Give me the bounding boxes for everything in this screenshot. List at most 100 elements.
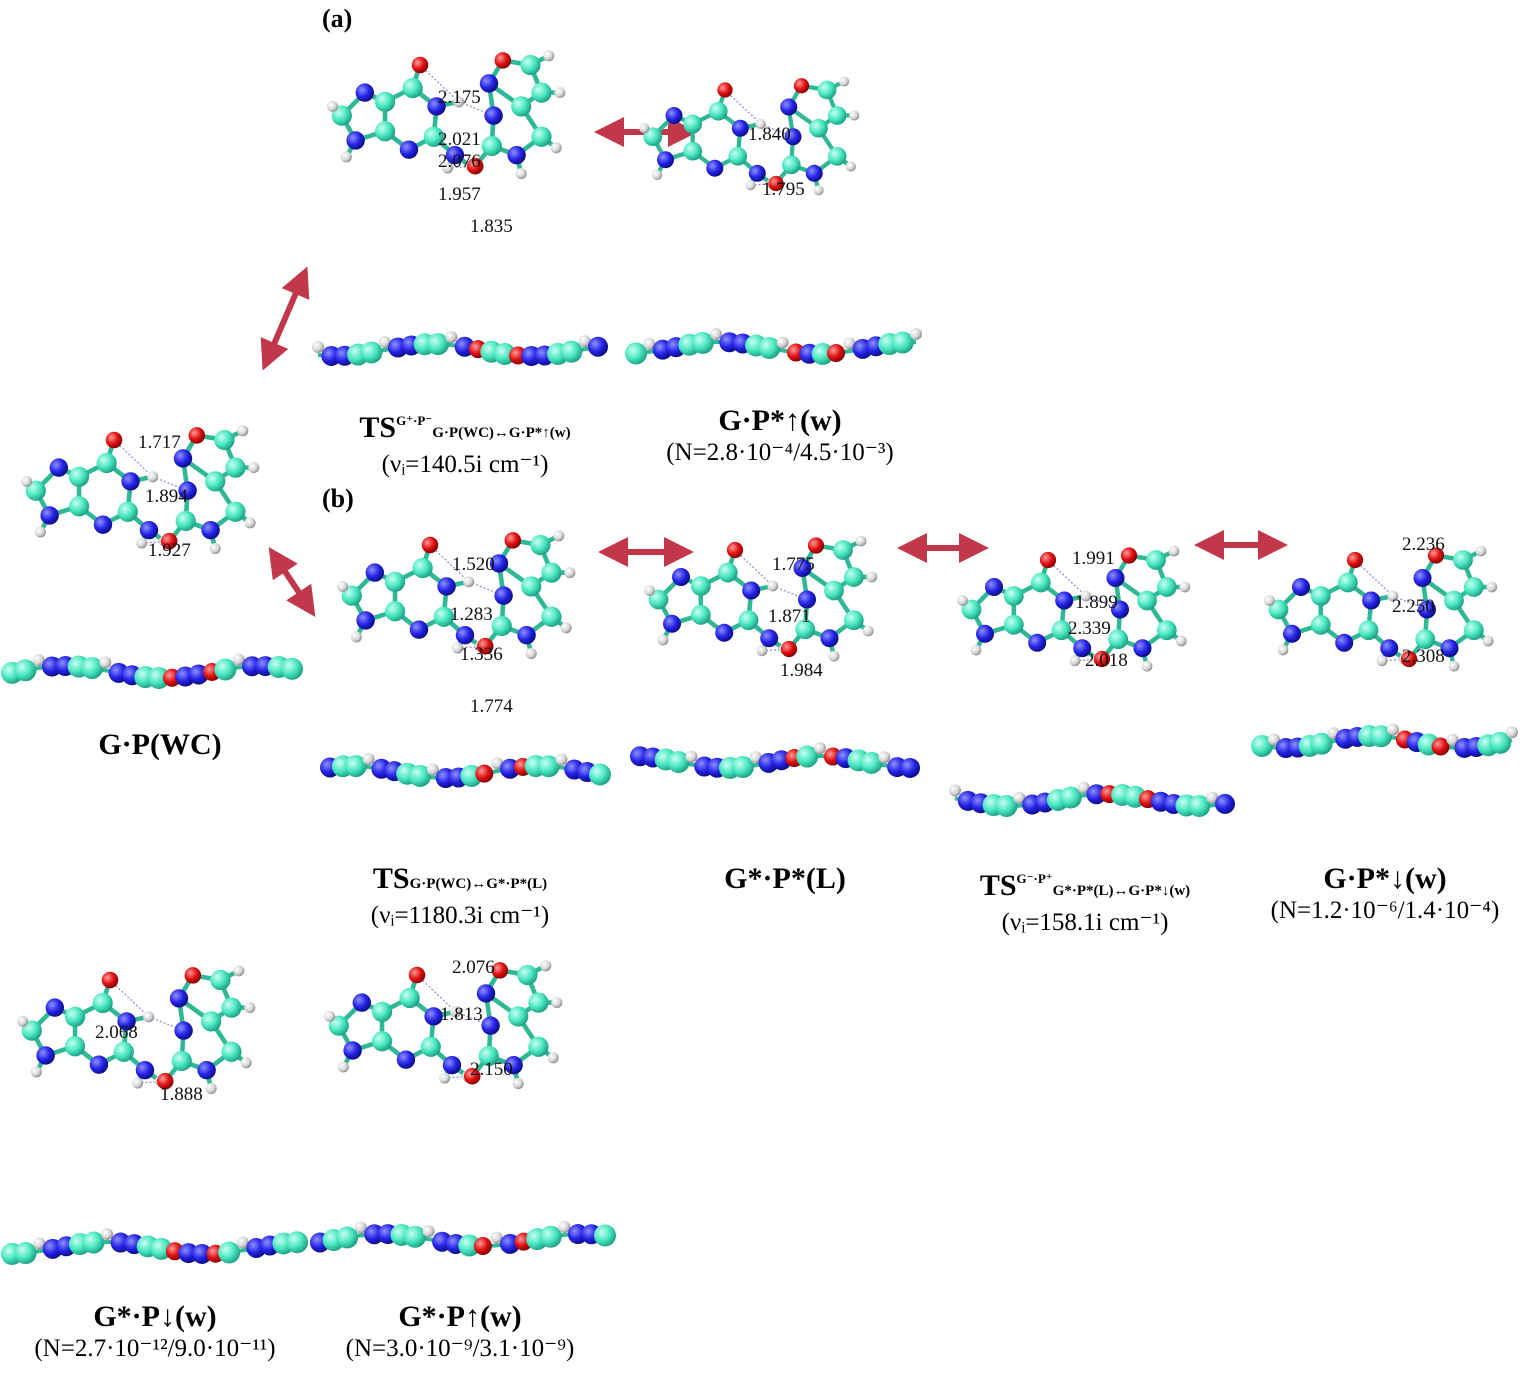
carbon-atom [214,658,237,681]
hydrogen-atom [350,631,362,643]
carbon-atom [511,96,532,117]
bond-distance-label: 1.991 [1072,548,1115,569]
hydrogen-atom [643,337,656,350]
hydrogen-atom [143,1011,155,1023]
carbon-atom [1268,599,1289,620]
hydrogen-atom [237,425,249,437]
carbon-atom [147,666,170,689]
oxygen-atom [105,431,123,449]
carbon-atom [531,126,552,147]
nitrogen-atom [731,119,749,137]
hydrogen-bond [724,89,762,125]
nitrogen-atom [1111,600,1129,619]
nitrogen-atom [748,164,766,182]
hydrogen-atom [525,648,537,660]
hydrogen-atom [1386,723,1399,736]
hydrogen-atom [644,585,655,596]
hydrogen-atom [547,1052,559,1064]
nitrogen-atom [742,581,761,600]
oxygen-atom [1346,551,1364,569]
bond-distance-label: 1.774 [470,696,513,717]
bond-distance-label: 1.775 [772,554,815,575]
hydrogen-atom [101,1228,113,1240]
carbon-atom [1453,550,1473,570]
oxygen-atom [768,175,784,192]
nitrogen-atom [504,1055,523,1075]
hydrogen-atom [639,123,650,134]
carbon-atom [1051,620,1072,641]
carbon-atom [891,331,914,354]
nitrogen-atom [517,625,536,645]
carbon-atom [690,604,711,625]
nitrogen-atom [1215,793,1235,814]
structure-name: G·P*↓(w) [1323,862,1447,895]
hydrogen-atom [1486,581,1498,593]
transition-arrows [260,117,1288,617]
side-view-molecule [1251,723,1518,758]
bond-distance-label: 2.076 [452,957,495,978]
hydrogen-atom [426,763,439,776]
carbon-atom [795,619,816,640]
carbon-atom [731,756,754,779]
carbon-atom [458,1234,481,1257]
hydrogen-atom [327,100,339,112]
carbon-atom [738,610,759,631]
carbon-atom [360,341,383,364]
carbon-atom [594,1224,616,1247]
nitrogen-atom [900,757,920,778]
hydrogen-atom [209,543,221,555]
nitrogen-atom [355,83,374,102]
nitrogen-atom [494,586,513,605]
hydrogen-atom [828,650,840,662]
nitrogen-atom [40,506,59,525]
carbon-atom [1310,586,1331,606]
nitrogen-atom [820,629,839,648]
hydrogen-atom [1175,635,1187,647]
hydrogen-atom [543,50,555,62]
hydrogen-atom [362,752,375,765]
hydrogen-atom [957,595,968,606]
carbon-atom [384,601,406,622]
nitrogen-atom [1073,639,1092,658]
nitrogen-atom [1086,784,1107,805]
hydrogen-atom [30,1066,42,1078]
nitrogen-atom [139,520,159,540]
bond-distance-label: 2.068 [95,1022,138,1043]
structure-name: TS [979,869,1017,902]
bond-distance-label: 1.957 [438,184,481,205]
bond-distance-label: 1.835 [470,216,513,237]
hydrogen-atom [1013,791,1026,804]
oxygen-atom [807,537,825,554]
carbon-atom [1370,725,1393,748]
carbon-atom [809,118,828,138]
carbon-atom [1251,734,1273,757]
hydrogen-bond [1047,559,1087,597]
hydrogen-atom [756,645,768,657]
oxygen-atom [780,640,798,658]
bond-distance-label: 1.927 [148,540,191,561]
nitrogen-atom [343,1041,362,1060]
carbon-atom [1059,786,1082,809]
hydrogen-atom [878,751,891,764]
carbon-atom [214,429,235,451]
bond-distance-label: 1.871 [768,606,811,627]
hydrogen-atom [422,1225,435,1238]
nitrogen-atom [445,145,465,165]
side-view-molecule [310,1220,616,1257]
nitrogen-atom [396,1050,416,1069]
population-value: (N=1.2·10⁻⁶/1.4·10⁻⁴) [1270,897,1500,924]
carbon-atom [843,610,864,631]
nitrogen-atom [1028,633,1047,652]
hydrogen-atom [1080,590,1092,602]
oxygen-atom [188,427,206,444]
nitrogen-atom [117,1012,136,1031]
hydrogen-atom [843,337,856,350]
nitrogen-atom [121,472,140,491]
carbon-atom [64,1006,86,1027]
carbon-atom [374,121,396,142]
hydrogen-atom [1264,595,1275,606]
hydrogen-atom [1141,660,1153,672]
